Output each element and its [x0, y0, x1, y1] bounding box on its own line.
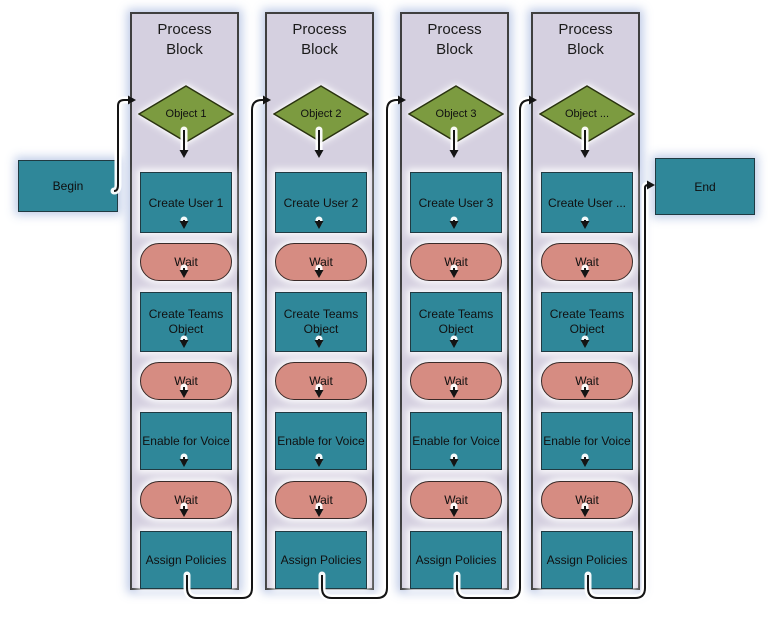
create-teams-object-label: Create Teams Object [283, 307, 359, 336]
create-user-node: Create User 2 [275, 172, 367, 233]
create-teams-object-node: Create Teams Object [410, 292, 502, 352]
enable-for-voice-node: Enable for Voice [140, 412, 232, 470]
assign-policies-node: Assign Policies [140, 531, 232, 589]
begin-label: Begin [52, 179, 84, 193]
object-label: Object 3 [435, 108, 477, 120]
wait-label: Wait [444, 493, 468, 507]
enable-for-voice-node: Enable for Voice [541, 412, 633, 470]
process-block-title: Process Block [292, 21, 347, 58]
create-teams-object-label: Create Teams Object [418, 307, 494, 336]
wait-node: Wait [140, 481, 232, 519]
wait-node: Wait [541, 362, 633, 400]
wait-node: Wait [275, 362, 367, 400]
assign-policies-node: Assign Policies [541, 531, 633, 589]
wait-node: Wait [410, 481, 502, 519]
wait-node: Wait [275, 243, 367, 281]
object-label: Object 1 [165, 108, 207, 120]
process-block-panel-4: Process Block Object ... Create User ...… [531, 12, 640, 590]
process-block-panel-2: Process Block Object 2 Create User 2 Wai… [265, 12, 374, 590]
assign-policies-label: Assign Policies [280, 553, 362, 567]
create-user-label: Create User 3 [418, 195, 494, 210]
create-user-node: Create User 1 [140, 172, 232, 233]
process-block-panel-3: Process Block Object 3 Create User 3 Wai… [400, 12, 509, 590]
wait-node: Wait [541, 481, 633, 519]
wait-label: Wait [174, 255, 198, 269]
enable-for-voice-label: Enable for Voice [142, 434, 230, 448]
wait-label: Wait [309, 255, 333, 269]
begin-node: Begin [18, 160, 118, 212]
process-block-title: Process Block [157, 21, 212, 58]
enable-for-voice-node: Enable for Voice [410, 412, 502, 470]
assign-policies-node: Assign Policies [275, 531, 367, 589]
object-label: Object ... [564, 108, 610, 120]
create-teams-object-node: Create Teams Object [140, 292, 232, 352]
wait-node: Wait [410, 243, 502, 281]
enable-for-voice-node: Enable for Voice [275, 412, 367, 470]
wait-label: Wait [444, 255, 468, 269]
create-teams-object-label: Create Teams Object [549, 307, 625, 336]
object-label: Object 2 [300, 108, 342, 120]
create-user-label: Create User 2 [283, 195, 359, 210]
wait-label: Wait [174, 374, 198, 388]
wait-label: Wait [575, 255, 599, 269]
wait-node: Wait [410, 362, 502, 400]
wait-node: Wait [275, 481, 367, 519]
assign-policies-node: Assign Policies [410, 531, 502, 589]
object-decision-node: Object ... [539, 85, 635, 143]
end-node: End [655, 158, 755, 215]
enable-for-voice-label: Enable for Voice [277, 434, 365, 448]
object-decision-node: Object 2 [273, 85, 369, 143]
create-teams-object-node: Create Teams Object [541, 292, 633, 352]
assign-policies-label: Assign Policies [415, 553, 497, 567]
assign-policies-label: Assign Policies [546, 553, 628, 567]
create-teams-object-node: Create Teams Object [275, 292, 367, 352]
end-label: End [694, 179, 716, 194]
wait-node: Wait [541, 243, 633, 281]
create-teams-object-label: Create Teams Object [148, 307, 224, 336]
enable-for-voice-label: Enable for Voice [412, 434, 500, 448]
object-decision-node: Object 3 [408, 85, 504, 143]
wait-node: Wait [140, 362, 232, 400]
assign-policies-label: Assign Policies [145, 553, 227, 567]
wait-node: Wait [140, 243, 232, 281]
create-user-node: Create User 3 [410, 172, 502, 233]
wait-label: Wait [309, 374, 333, 388]
process-block-title: Process Block [427, 21, 482, 58]
wait-label: Wait [575, 374, 599, 388]
wait-label: Wait [174, 493, 198, 507]
object-decision-node: Object 1 [138, 85, 234, 143]
wait-label: Wait [575, 493, 599, 507]
process-block-title: Process Block [558, 21, 613, 58]
wait-label: Wait [309, 493, 333, 507]
wait-label: Wait [444, 374, 468, 388]
create-user-label: Create User ... [547, 195, 627, 210]
create-user-node: Create User ... [541, 172, 633, 233]
enable-for-voice-label: Enable for Voice [543, 434, 631, 448]
process-block-panel-1: Process Block Object 1 Create User 1 Wai… [130, 12, 239, 590]
create-user-label: Create User 1 [148, 195, 224, 210]
